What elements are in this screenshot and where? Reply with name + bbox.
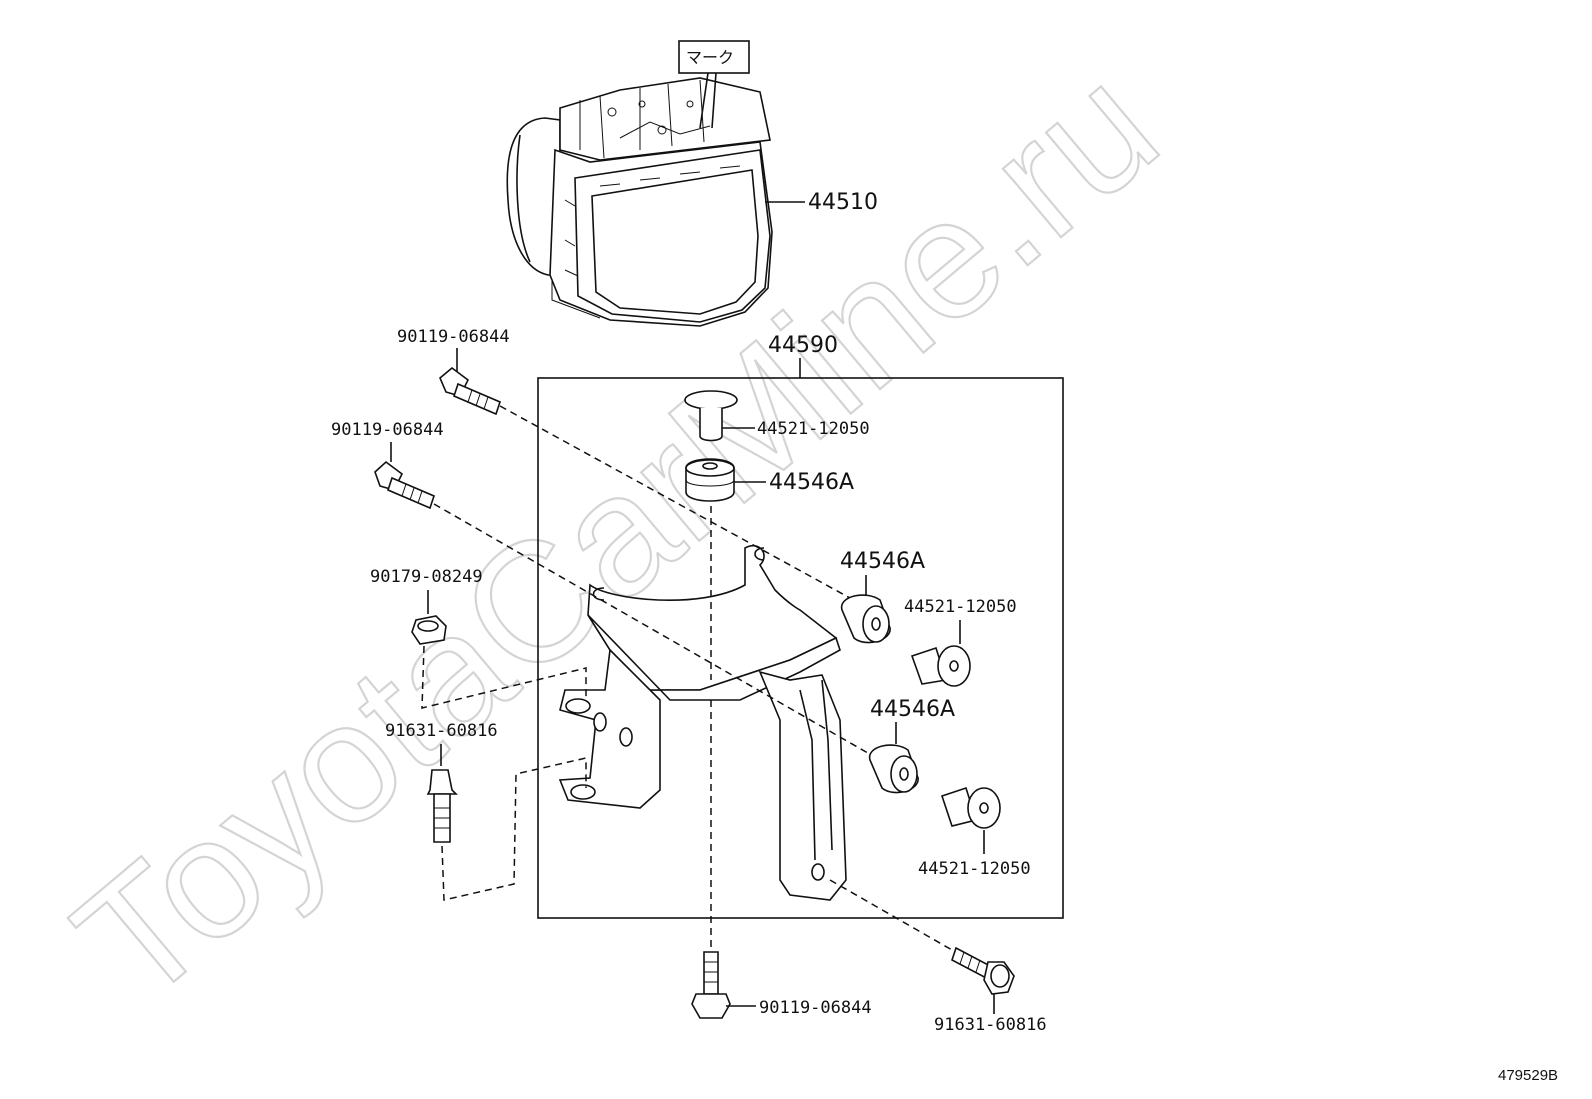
label-cushion-top: 44546A — [769, 470, 854, 495]
label-cushion-mid: 44546A — [840, 549, 925, 574]
illustration-ref-number: 479529B — [1498, 1067, 1558, 1084]
label-collar-low: 44521-12050 — [918, 859, 1031, 879]
collar-icon[interactable] — [940, 786, 1001, 829]
label-bolt-bottom-right: 91631-60816 — [934, 1015, 1047, 1035]
label-bolt-bottom: 90119-06844 — [759, 998, 872, 1018]
abs-actuator-icon[interactable] — [506, 77, 773, 327]
label-bracket-assy: 44590 — [768, 333, 838, 358]
cushion-icon[interactable] — [685, 458, 735, 502]
cushion-icon[interactable] — [869, 744, 919, 794]
mark-callout: マーク — [678, 40, 750, 129]
bolt-icon[interactable] — [691, 951, 731, 1019]
bolt-icon[interactable] — [426, 769, 458, 843]
bracket-icon[interactable] — [558, 545, 847, 901]
mark-label: マーク — [686, 48, 734, 67]
collar-icon[interactable] — [684, 390, 738, 442]
bolt-icon[interactable] — [439, 366, 501, 416]
label-bolt-top-left-2: 90119-06844 — [331, 420, 444, 440]
label-actuator: 44510 — [808, 190, 878, 215]
label-nut-left: 90179-08249 — [370, 567, 483, 587]
cushion-icon[interactable] — [841, 594, 891, 644]
label-collar-mid: 44521-12050 — [904, 597, 1017, 617]
bolt-icon[interactable] — [374, 460, 435, 510]
collar-icon[interactable] — [910, 645, 971, 687]
label-bolt-left: 91631-60816 — [385, 721, 498, 741]
label-bolt-top-left-1: 90119-06844 — [397, 327, 510, 347]
label-cushion-low: 44546A — [870, 697, 955, 722]
bolt-icon[interactable] — [951, 946, 1015, 995]
flange-nut-icon[interactable] — [411, 615, 447, 645]
label-collar-top: 44521-12050 — [757, 419, 870, 439]
